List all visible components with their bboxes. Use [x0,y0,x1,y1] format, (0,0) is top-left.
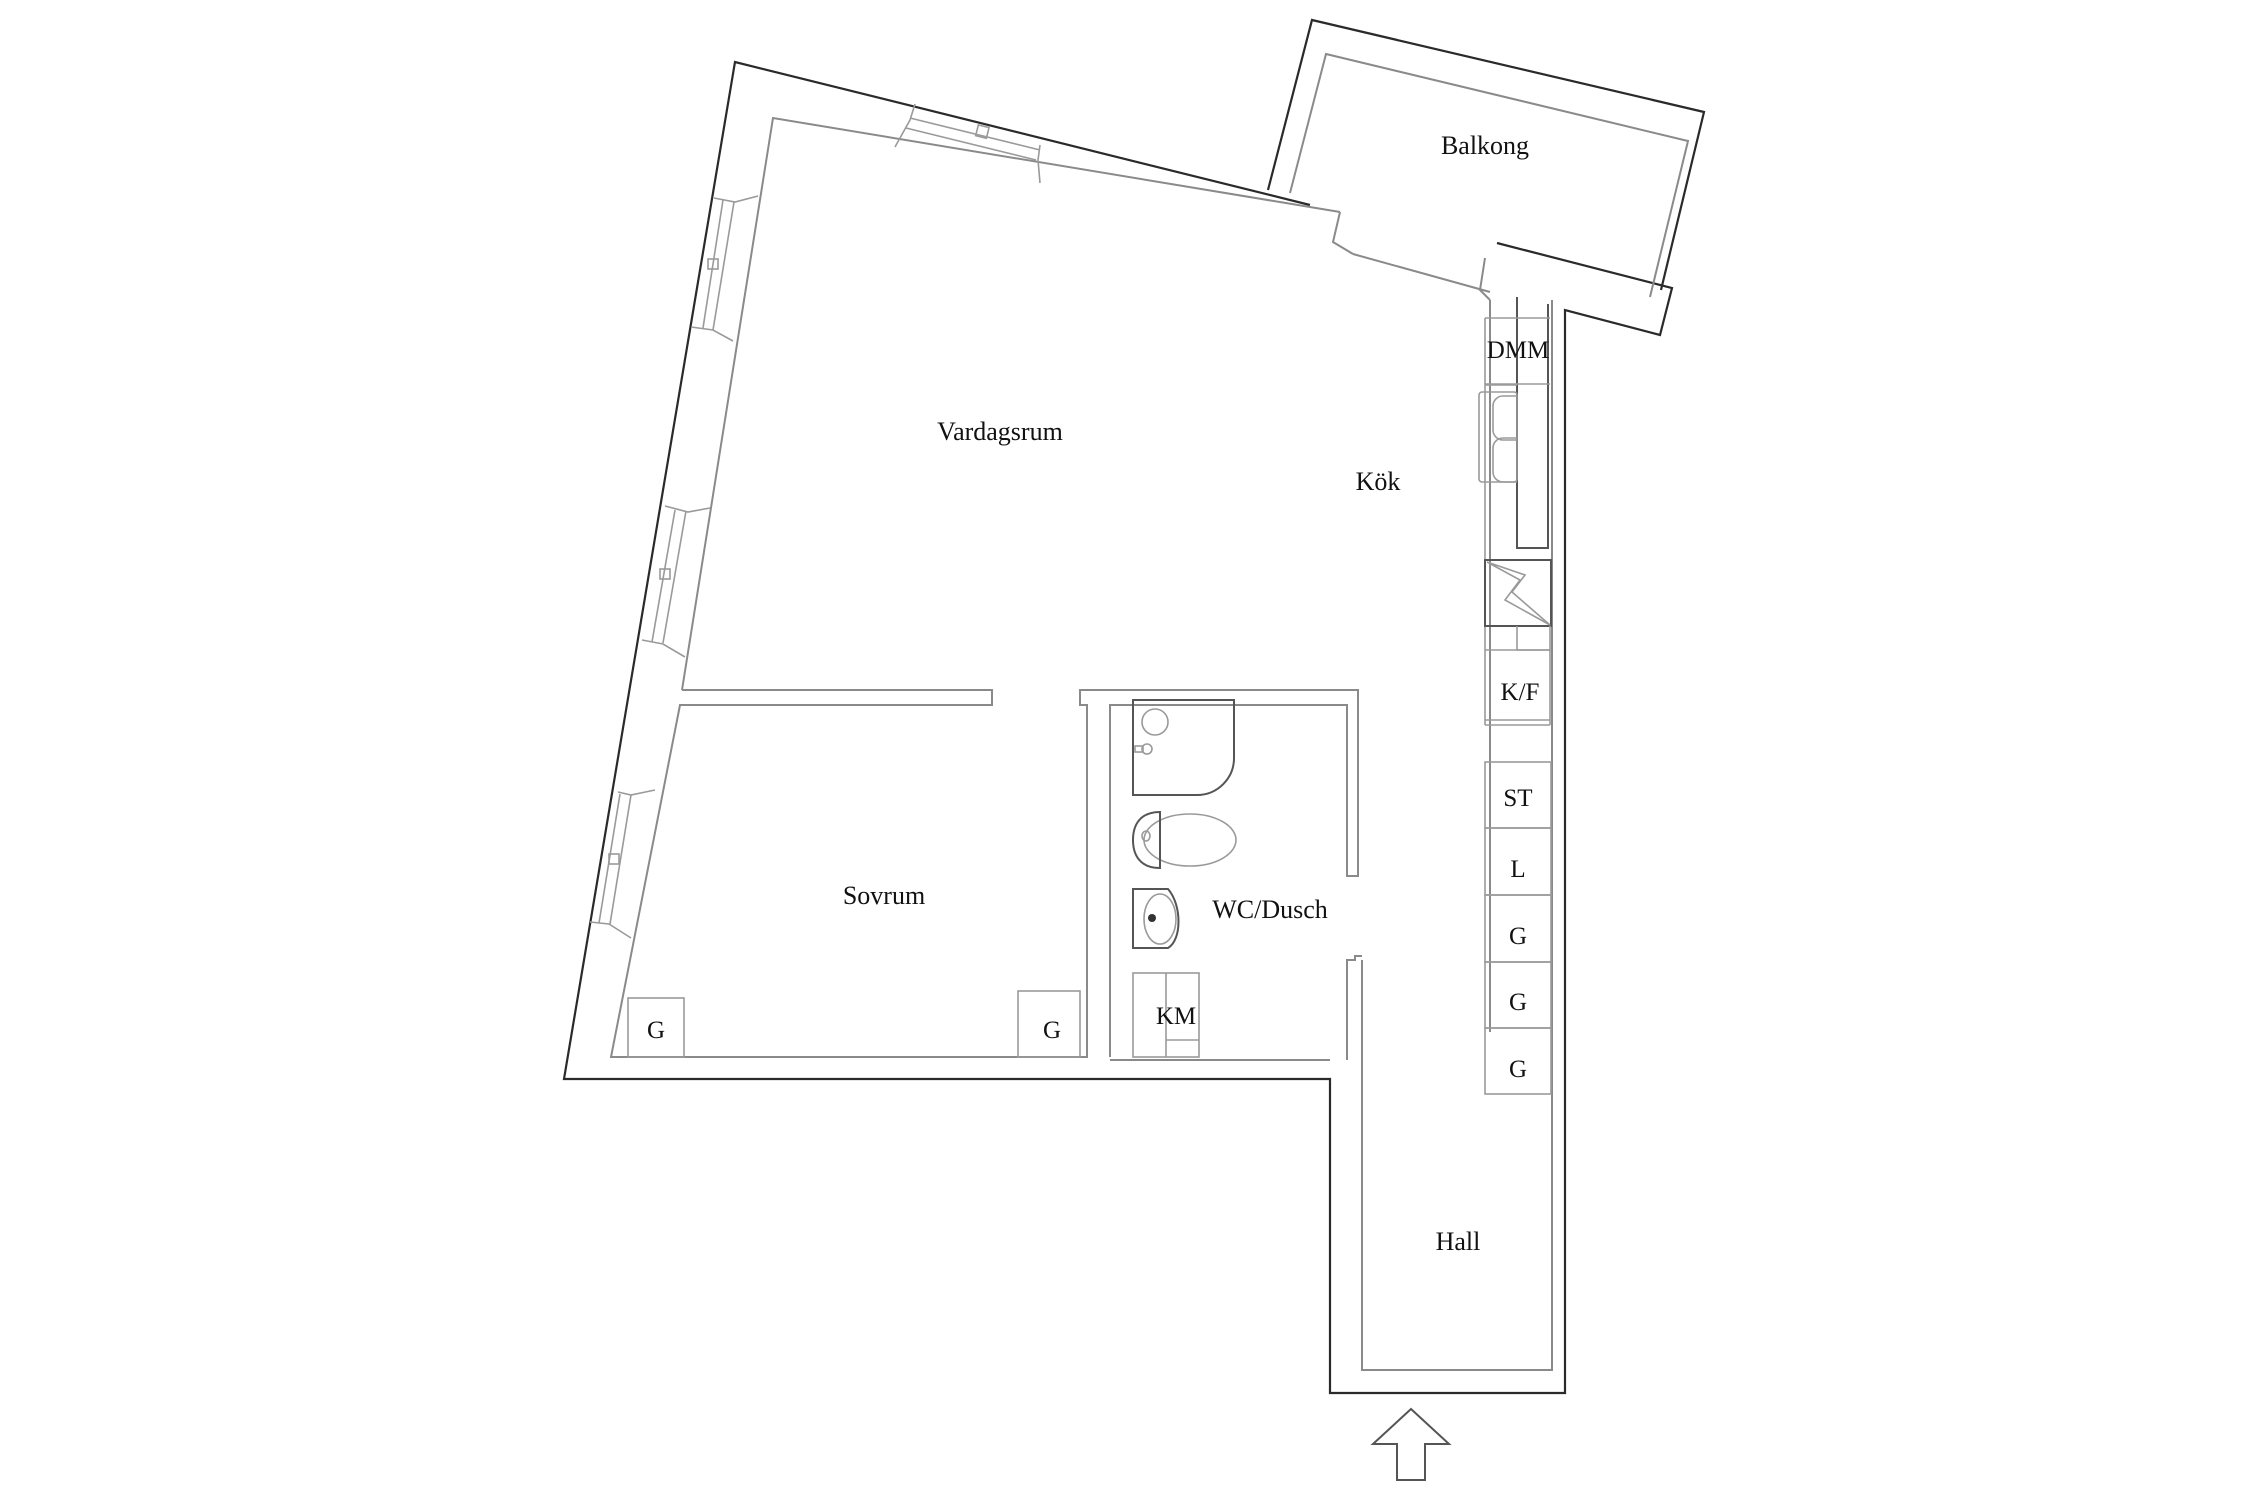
sovrum-closet-label-1: G [647,1017,665,1044]
hall-closets [1484,761,1552,1095]
sink-icon [1478,391,1518,483]
sovrum-closet-label-2: G [1043,1017,1061,1044]
fixture-label-km: KM [1156,1003,1196,1030]
room-label-wc-dusch: WC/Dusch [1212,895,1328,924]
entrance-arrow-icon [1370,1407,1452,1481]
fixture-label-dmm: DMM [1487,337,1550,364]
kitchen-counter [1478,297,1552,726]
washing-machine-cabinet [1132,972,1200,1058]
room-label-hall: Hall [1436,1227,1481,1256]
room-labels: Balkong Vardagsrum Kök Sovrum WC/Dusch H… [647,131,1549,1256]
closet-label-st: ST [1503,785,1532,812]
washbasin-icon [1132,888,1180,949]
inner-walls [609,52,1690,1371]
outer-walls [562,18,1706,1395]
closet-label-g1: G [1509,923,1527,950]
closet-label-g2: G [1509,989,1527,1016]
bathroom-fixtures [1131,699,1237,1058]
shower-icon [1132,699,1235,796]
room-label-vardagsrum: Vardagsrum [937,417,1063,446]
closet-label-g3: G [1509,1056,1527,1083]
room-label-sovrum: Sovrum [843,881,925,910]
toilet-icon [1131,810,1237,870]
stove-icon [1484,559,1552,651]
sovrum-closets [627,990,1081,1058]
room-label-balkong: Balkong [1441,131,1529,160]
fixture-label-kf: K/F [1501,679,1540,706]
closet-label-l: L [1510,856,1525,883]
room-label-kok: Kök [1356,467,1401,496]
windows [589,103,1041,939]
